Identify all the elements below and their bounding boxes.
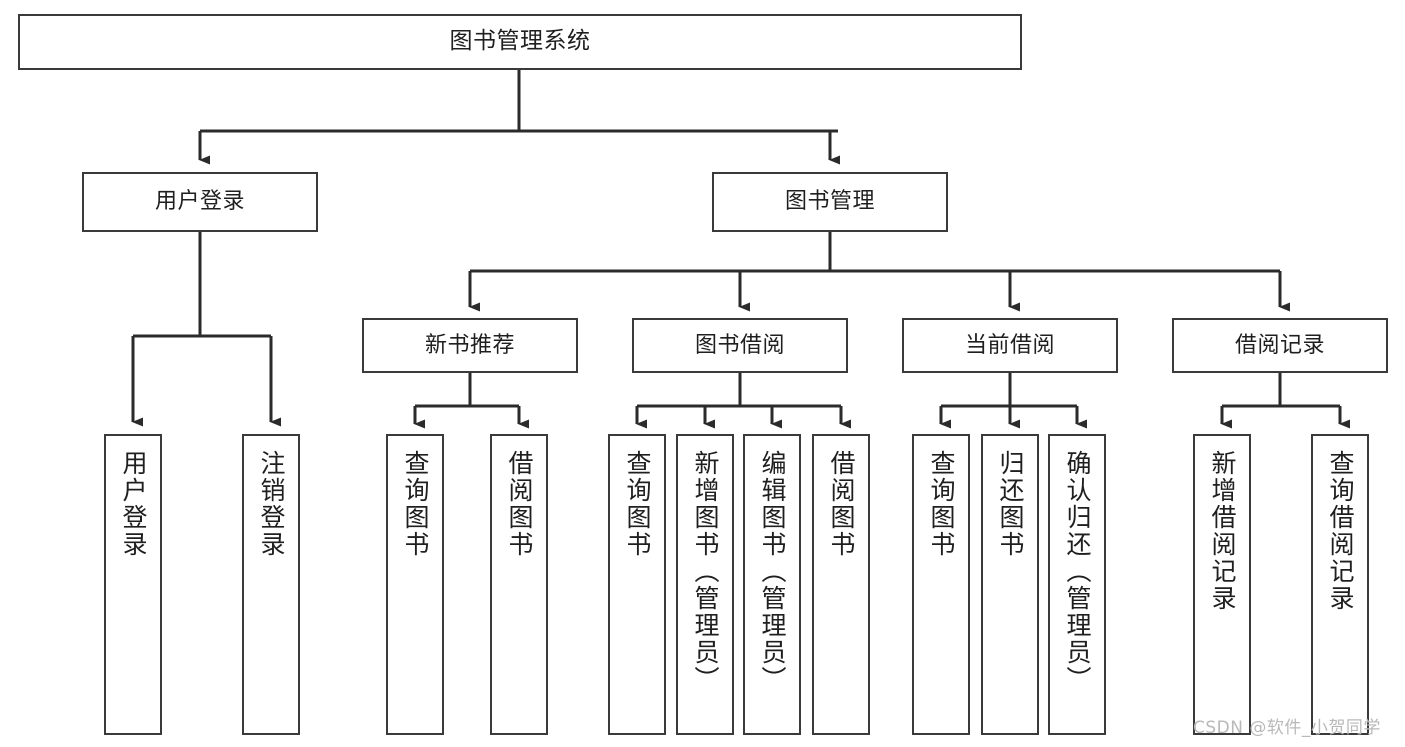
node-label: 查询图书	[623, 450, 652, 558]
leaf-borrow-book[interactable]: 借阅图书	[812, 434, 870, 735]
node-label: 图书管理系统	[449, 28, 591, 55]
node-label: 借阅图书	[505, 450, 534, 558]
leaf-query-book-current[interactable]: 查询图书	[912, 434, 970, 735]
node-root-system[interactable]: 图书管理系统	[18, 14, 1022, 70]
leaf-edit-book-admin[interactable]: 编辑图书（管理员）	[743, 434, 801, 735]
leaf-return-book[interactable]: 归还图书	[981, 434, 1039, 735]
node-label: 图书借阅	[694, 332, 785, 358]
node-label: 新增图书（管理员）	[691, 450, 720, 693]
node-label: 新增借阅记录	[1208, 450, 1237, 612]
leaf-confirm-return-admin[interactable]: 确认归还（管理员）	[1048, 434, 1106, 735]
csdn-watermark: CSDN @软件_小贺同学	[1193, 718, 1381, 738]
leaf-logout[interactable]: 注销登录	[242, 434, 300, 735]
node-label: 新书推荐	[424, 332, 515, 358]
node-label: 查询借阅记录	[1326, 450, 1355, 612]
node-label: 注销登录	[257, 450, 286, 558]
node-current-borrow[interactable]: 当前借阅	[902, 318, 1118, 373]
node-new-book-recommend[interactable]: 新书推荐	[362, 318, 578, 373]
node-borrow-record[interactable]: 借阅记录	[1172, 318, 1388, 373]
node-label: 用户登录	[119, 450, 148, 558]
node-label: 确认归还（管理员）	[1063, 450, 1092, 693]
leaf-query-borrow-record[interactable]: 查询借阅记录	[1311, 434, 1369, 735]
node-label: 用户登录	[154, 189, 245, 215]
leaf-add-book-admin[interactable]: 新增图书（管理员）	[676, 434, 734, 735]
node-user-login[interactable]: 用户登录	[82, 172, 318, 232]
node-book-management[interactable]: 图书管理	[712, 172, 948, 232]
node-label: 当前借阅	[964, 332, 1055, 358]
leaf-add-borrow-record[interactable]: 新增借阅记录	[1193, 434, 1251, 735]
leaf-user-login[interactable]: 用户登录	[104, 434, 162, 735]
node-label: 查询图书	[401, 450, 430, 558]
node-book-borrow[interactable]: 图书借阅	[632, 318, 848, 373]
node-label: 查询图书	[927, 450, 956, 558]
leaf-query-book-borrow[interactable]: 查询图书	[608, 434, 666, 735]
node-label: 借阅图书	[827, 450, 856, 558]
node-label: 编辑图书（管理员）	[758, 450, 787, 693]
leaf-borrow-book-recommend[interactable]: 借阅图书	[490, 434, 548, 735]
leaf-query-book-recommend[interactable]: 查询图书	[386, 434, 444, 735]
node-label: 图书管理	[784, 189, 875, 215]
node-label: 归还图书	[996, 450, 1025, 558]
node-label: 借阅记录	[1234, 332, 1325, 358]
